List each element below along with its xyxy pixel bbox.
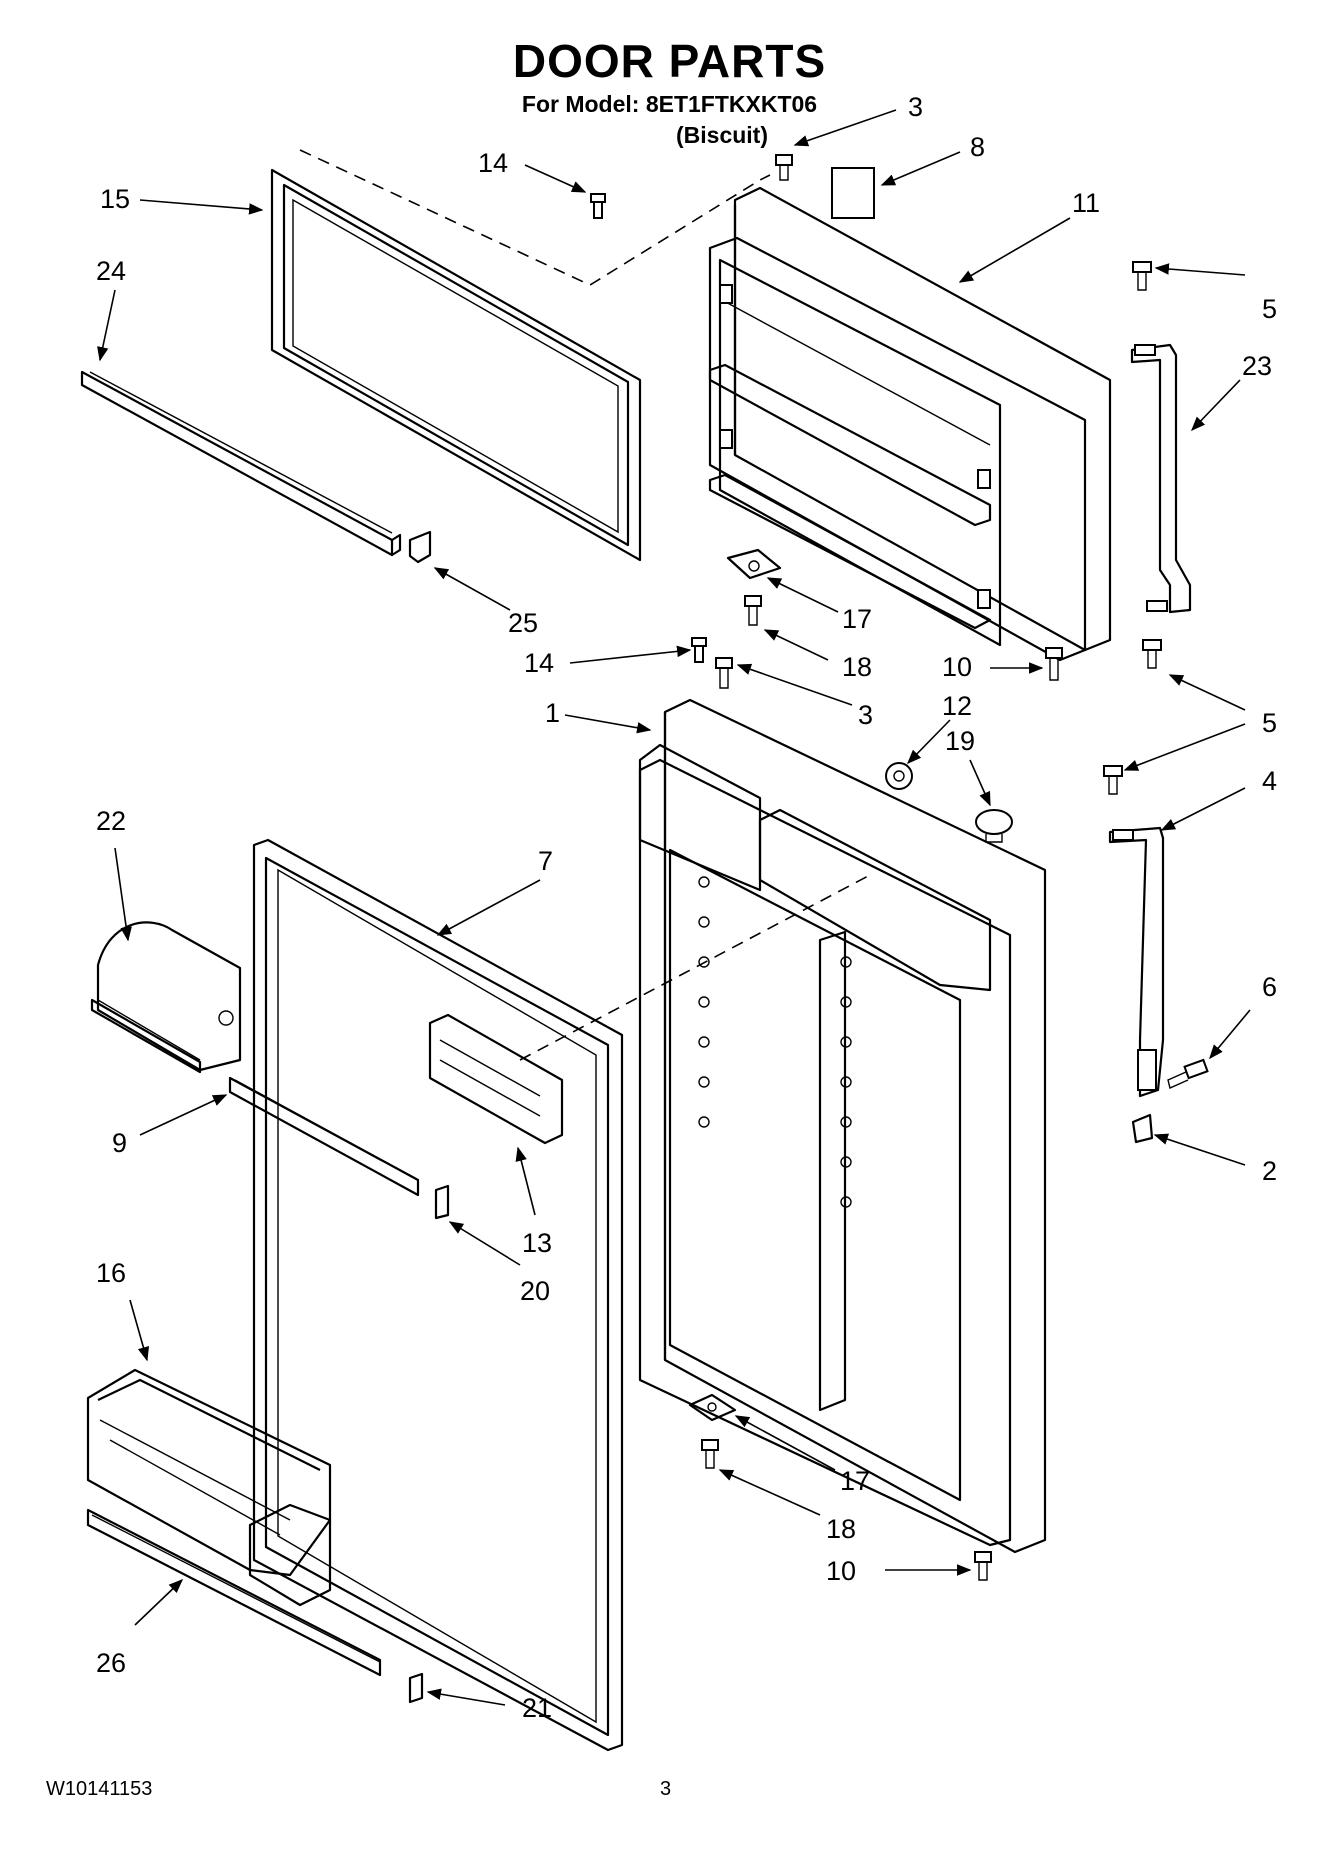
callout-4: 4 <box>1262 766 1277 796</box>
callout-3-top: 3 <box>908 92 923 122</box>
bottom-hinge-bracket <box>688 1393 737 1422</box>
callout-5-mid: 5 <box>1262 708 1277 738</box>
model-line: For Model: 8ET1FTKXKT06 <box>521 91 818 117</box>
callout-17-bottom: 17 <box>840 1466 870 1496</box>
callout-20: 20 <box>520 1276 550 1306</box>
screw-upper <box>775 154 793 181</box>
callout-25: 25 <box>508 608 538 638</box>
color-note: (Biscuit) <box>676 122 768 148</box>
callout-19: 19 <box>945 726 975 756</box>
freezer-door-panel <box>708 186 1112 662</box>
callout-11: 11 <box>1072 188 1100 218</box>
hinge-pin-lower <box>691 637 707 663</box>
callout-10-bottom: 10 <box>826 1556 856 1586</box>
callout-16: 16 <box>96 1258 126 1288</box>
lower-hinge <box>1108 826 1165 1098</box>
callout-14-top: 14 <box>478 148 508 178</box>
hinge-pin-upper <box>590 193 606 219</box>
callout-18-top: 18 <box>842 652 872 682</box>
upper-hinge <box>1130 343 1192 614</box>
freezer-door-gasket <box>270 168 642 562</box>
door-screw-10-lower <box>974 1551 992 1581</box>
hinge-screw-5b <box>1142 639 1162 669</box>
page-title: DOOR PARTS <box>512 35 827 87</box>
door-shelf-rail-middle <box>228 1076 420 1197</box>
callout-15: 15 <box>100 184 130 214</box>
bottom-hinge-screw <box>701 1439 719 1469</box>
callout-13: 13 <box>522 1228 552 1258</box>
callout-22: 22 <box>96 806 126 836</box>
rail-clip-20 <box>434 1184 450 1220</box>
label-plate <box>831 167 875 219</box>
plug-12 <box>885 762 913 790</box>
freezer-shelf-rail <box>80 370 402 557</box>
cap-19 <box>975 809 1013 843</box>
screw-6 <box>1167 1058 1209 1089</box>
callout-10-top: 10 <box>942 652 972 682</box>
door-bin <box>86 1368 332 1607</box>
center-hinge-bracket <box>726 548 782 580</box>
rail-clip-21 <box>408 1672 424 1704</box>
fresh-food-door-panel <box>638 698 1047 1554</box>
callout-18-bottom: 18 <box>826 1514 856 1544</box>
fresh-food-door-gasket <box>252 838 624 1752</box>
document-number: W10141153 <box>46 1778 153 1800</box>
door-screw-10-upper <box>1045 647 1063 681</box>
callout-12: 12 <box>942 691 972 721</box>
callout-3-mid: 3 <box>858 700 873 730</box>
assembly-dash-line-lower <box>519 874 871 1061</box>
assembly-dash-line-upper <box>299 149 771 286</box>
callout-2: 2 <box>1262 1156 1277 1186</box>
rail-end-cap <box>408 530 432 564</box>
callout-17-top: 17 <box>842 604 872 634</box>
dairy-cover <box>428 1013 564 1145</box>
center-hinge-screw <box>744 595 762 626</box>
callout-6: 6 <box>1262 972 1277 1002</box>
callout-14-mid: 14 <box>524 648 554 678</box>
callout-1: 1 <box>545 698 560 728</box>
callout-7: 7 <box>538 846 553 876</box>
hinge-screw-5c <box>1103 765 1123 795</box>
callout-23: 23 <box>1242 351 1272 381</box>
dairy-door <box>90 921 242 1074</box>
callout-21: 21 <box>522 1693 552 1723</box>
callout-8: 8 <box>970 132 985 162</box>
callout-26: 26 <box>96 1648 126 1678</box>
door-shelf-rail-bottom <box>86 1508 382 1677</box>
door-stop <box>1131 1113 1154 1144</box>
screw-lower-3 <box>715 657 733 689</box>
callout-9: 9 <box>112 1128 127 1158</box>
page-number: 3 <box>660 1778 672 1800</box>
hinge-screw-5a <box>1132 261 1152 291</box>
callout-5-top: 5 <box>1262 294 1277 324</box>
callout-labels: 3 8 14 15 11 24 5 23 25 17 18 14 3 10 1 … <box>96 92 1277 1723</box>
leader-arrows <box>97 109 1251 1706</box>
callout-24: 24 <box>96 256 126 286</box>
